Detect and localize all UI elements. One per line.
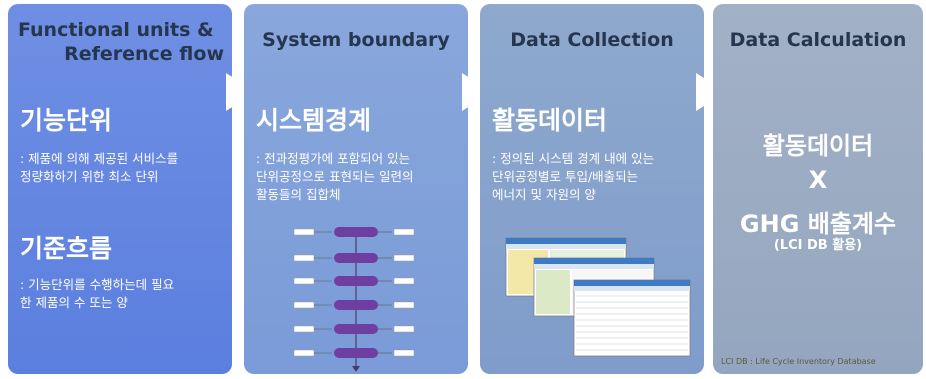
process-flow-diagram — [293, 227, 415, 372]
process-node — [293, 348, 415, 358]
calc-emission-factor: GHG 배출계수 — [739, 210, 897, 238]
panel-header: Data Calculation — [729, 29, 907, 51]
desc-line: 단위공정별로 투입/배출되는 — [492, 169, 639, 184]
spreadsheet-sheet — [573, 279, 691, 357]
desc-line: : 제품에 의해 제공된 서비스를 — [20, 151, 179, 166]
desc-line: : 정의된 시스템 경계 내에 있는 — [492, 151, 655, 166]
reference-flow-desc: : 기능단위를 수행하는데 필요 한 제품의 수 또는 양 — [20, 276, 230, 312]
functional-unit-desc: : 제품에 의해 제공된 서비스를 정량화하기 위한 최소 단위 — [20, 150, 230, 186]
functional-units-panel: Functional units & Reference flow 기능단위 :… — [8, 4, 232, 374]
desc-line: 한 제품의 수 또는 양 — [20, 295, 128, 310]
system-boundary-title: 시스템경계 — [256, 106, 372, 135]
reference-flow-title: 기준흐름 — [20, 234, 113, 263]
system-boundary-desc: : 전과정평가에 포함되어 있는 단위공정으로 표현되는 일련의 활동들의 집합… — [256, 150, 466, 204]
panel-header: System boundary — [262, 29, 450, 51]
desc-line: 활동들의 집합체 — [256, 187, 341, 202]
process-node — [293, 276, 415, 286]
system-boundary-panel: System boundary 시스템경계 : 전과정평가에 포함되어 있는 단… — [244, 4, 468, 374]
activity-data-title: 활동데이터 — [492, 106, 608, 135]
process-node — [293, 253, 415, 263]
panel-header: Data Collection — [510, 29, 674, 51]
header-line-2: Reference flow — [64, 43, 224, 65]
calc-multiply-sign: X — [808, 166, 828, 194]
process-node — [293, 300, 415, 310]
activity-data-desc: : 정의된 시스템 경계 내에 있는 단위공정별로 투입/배출되는 에너지 및 … — [492, 150, 702, 204]
process-node — [293, 324, 415, 334]
spreadsheet-stack-image — [505, 237, 691, 357]
data-collection-panel: Data Collection 활동데이터 : 정의된 시스템 경계 내에 있는… — [480, 4, 704, 374]
calc-lci-note: (LCI DB 활용) — [773, 238, 863, 253]
desc-line: 에너지 및 자원의 양 — [492, 187, 596, 202]
desc-line: : 기능단위를 수행하는데 필요 — [20, 277, 175, 292]
calc-activity-data: 활동데이터 — [762, 132, 874, 160]
desc-line: 단위공정으로 표현되는 일련의 — [256, 169, 414, 184]
footnote: LCI DB : Life Cycle Inventory Database — [721, 357, 876, 366]
functional-unit-title: 기능단위 — [20, 106, 113, 135]
data-calculation-panel: Data Calculation 활동데이터 X GHG 배출계수 (LCI D… — [713, 4, 923, 374]
panel-header: Functional units & Reference flow — [8, 18, 232, 66]
process-node — [293, 227, 415, 237]
desc-line: : 전과정평가에 포함되어 있는 — [256, 151, 411, 166]
header-line-1: Functional units & — [18, 19, 214, 41]
desc-line: 정량화하기 위한 최소 단위 — [20, 169, 159, 184]
